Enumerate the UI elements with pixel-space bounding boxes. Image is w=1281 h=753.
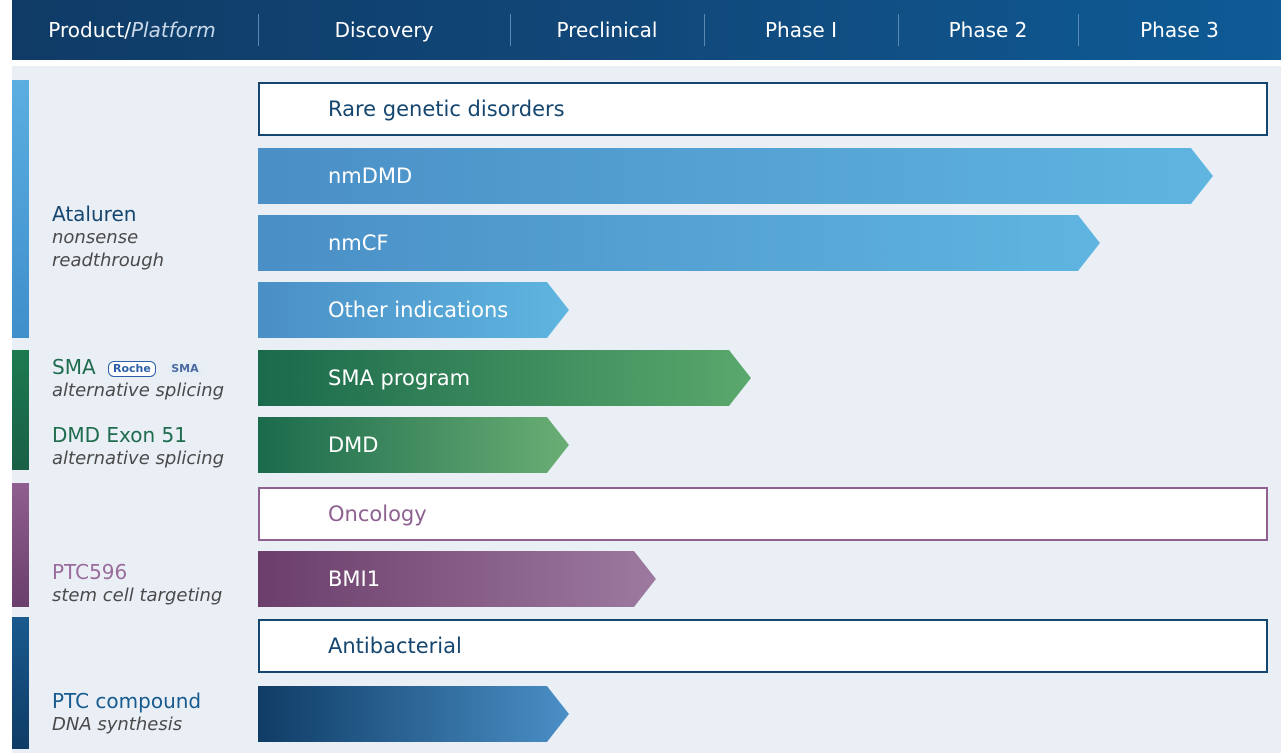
ataluren-mechanism-line2: readthrough	[52, 250, 165, 271]
ptc-compound-mechanism: DNA synthesis	[52, 714, 183, 735]
header-divider	[704, 14, 705, 46]
dmd-exon-label: DMD Exon 51 alternative splicing	[52, 424, 224, 470]
category-antibacterial: Antibacterial	[258, 619, 1268, 673]
antibacterial-group-bar	[12, 617, 29, 749]
program-arrow-sma: SMA program	[258, 350, 751, 406]
category-rare-genetic-disorders: Rare genetic disorders	[258, 82, 1268, 136]
ataluren-mechanism-line1: nonsense	[52, 227, 139, 248]
ataluren-label: Ataluren nonsense readthrough	[52, 203, 164, 272]
sma-name: SMA	[52, 355, 96, 379]
dmd-exon-name: DMD Exon 51	[52, 423, 187, 447]
header-discovery: Discovery	[334, 18, 434, 42]
roche-logo-text: Roche	[113, 361, 151, 375]
pipeline-header: Product/Platform Discovery Preclinical P…	[12, 0, 1281, 60]
ptc-compound-name: PTC compound	[52, 689, 202, 713]
header-divider	[898, 14, 899, 46]
sma-foundation-logo: SMA	[168, 361, 202, 376]
dmd-exon-mechanism: alternative splicing	[52, 448, 225, 469]
ptc596-mechanism: stem cell targeting	[52, 585, 223, 606]
roche-logo: Roche	[108, 360, 156, 377]
header-preclinical: Preclinical	[556, 18, 658, 42]
sma-mechanism: alternative splicing	[52, 380, 225, 401]
ptc-compound-label: PTC compound DNA synthesis	[52, 690, 201, 736]
ptc596-name: PTC596	[52, 560, 128, 584]
oncology-group-bar	[12, 483, 29, 607]
program-arrow-dmd: DMD	[258, 417, 569, 473]
header-product-platform: Product/Platform	[12, 0, 252, 60]
header-phase-1: Phase I	[765, 18, 837, 42]
program-arrow-ptc-compound	[258, 686, 569, 742]
splicing-group-bar	[12, 350, 29, 470]
category-oncology: Oncology	[258, 487, 1268, 541]
header-divider	[1078, 14, 1079, 46]
program-arrow-bmi1: BMI1	[258, 551, 656, 607]
ataluren-name: Ataluren	[52, 202, 137, 226]
program-arrow-other-indications: Other indications	[258, 282, 569, 338]
program-arrow-nmcf: nmCF	[258, 215, 1100, 271]
header-phase-2: Phase 2	[948, 18, 1028, 42]
header-divider	[510, 14, 511, 46]
header-phase-3: Phase 3	[1140, 18, 1219, 42]
ptc596-label: PTC596 stem cell targeting	[52, 561, 222, 607]
program-arrow-nmdmd: nmDMD	[258, 148, 1213, 204]
sma-name-row: SMA Roche SMA	[52, 356, 224, 379]
sma-label: SMA Roche SMA alternative splicing	[52, 356, 224, 402]
header-divider	[258, 14, 259, 46]
header-product-label: Product/	[48, 18, 131, 42]
sma-foundation-logo-text: SMA	[171, 361, 199, 375]
ataluren-group-bar	[12, 80, 29, 338]
header-platform-label: Platform	[130, 18, 216, 42]
